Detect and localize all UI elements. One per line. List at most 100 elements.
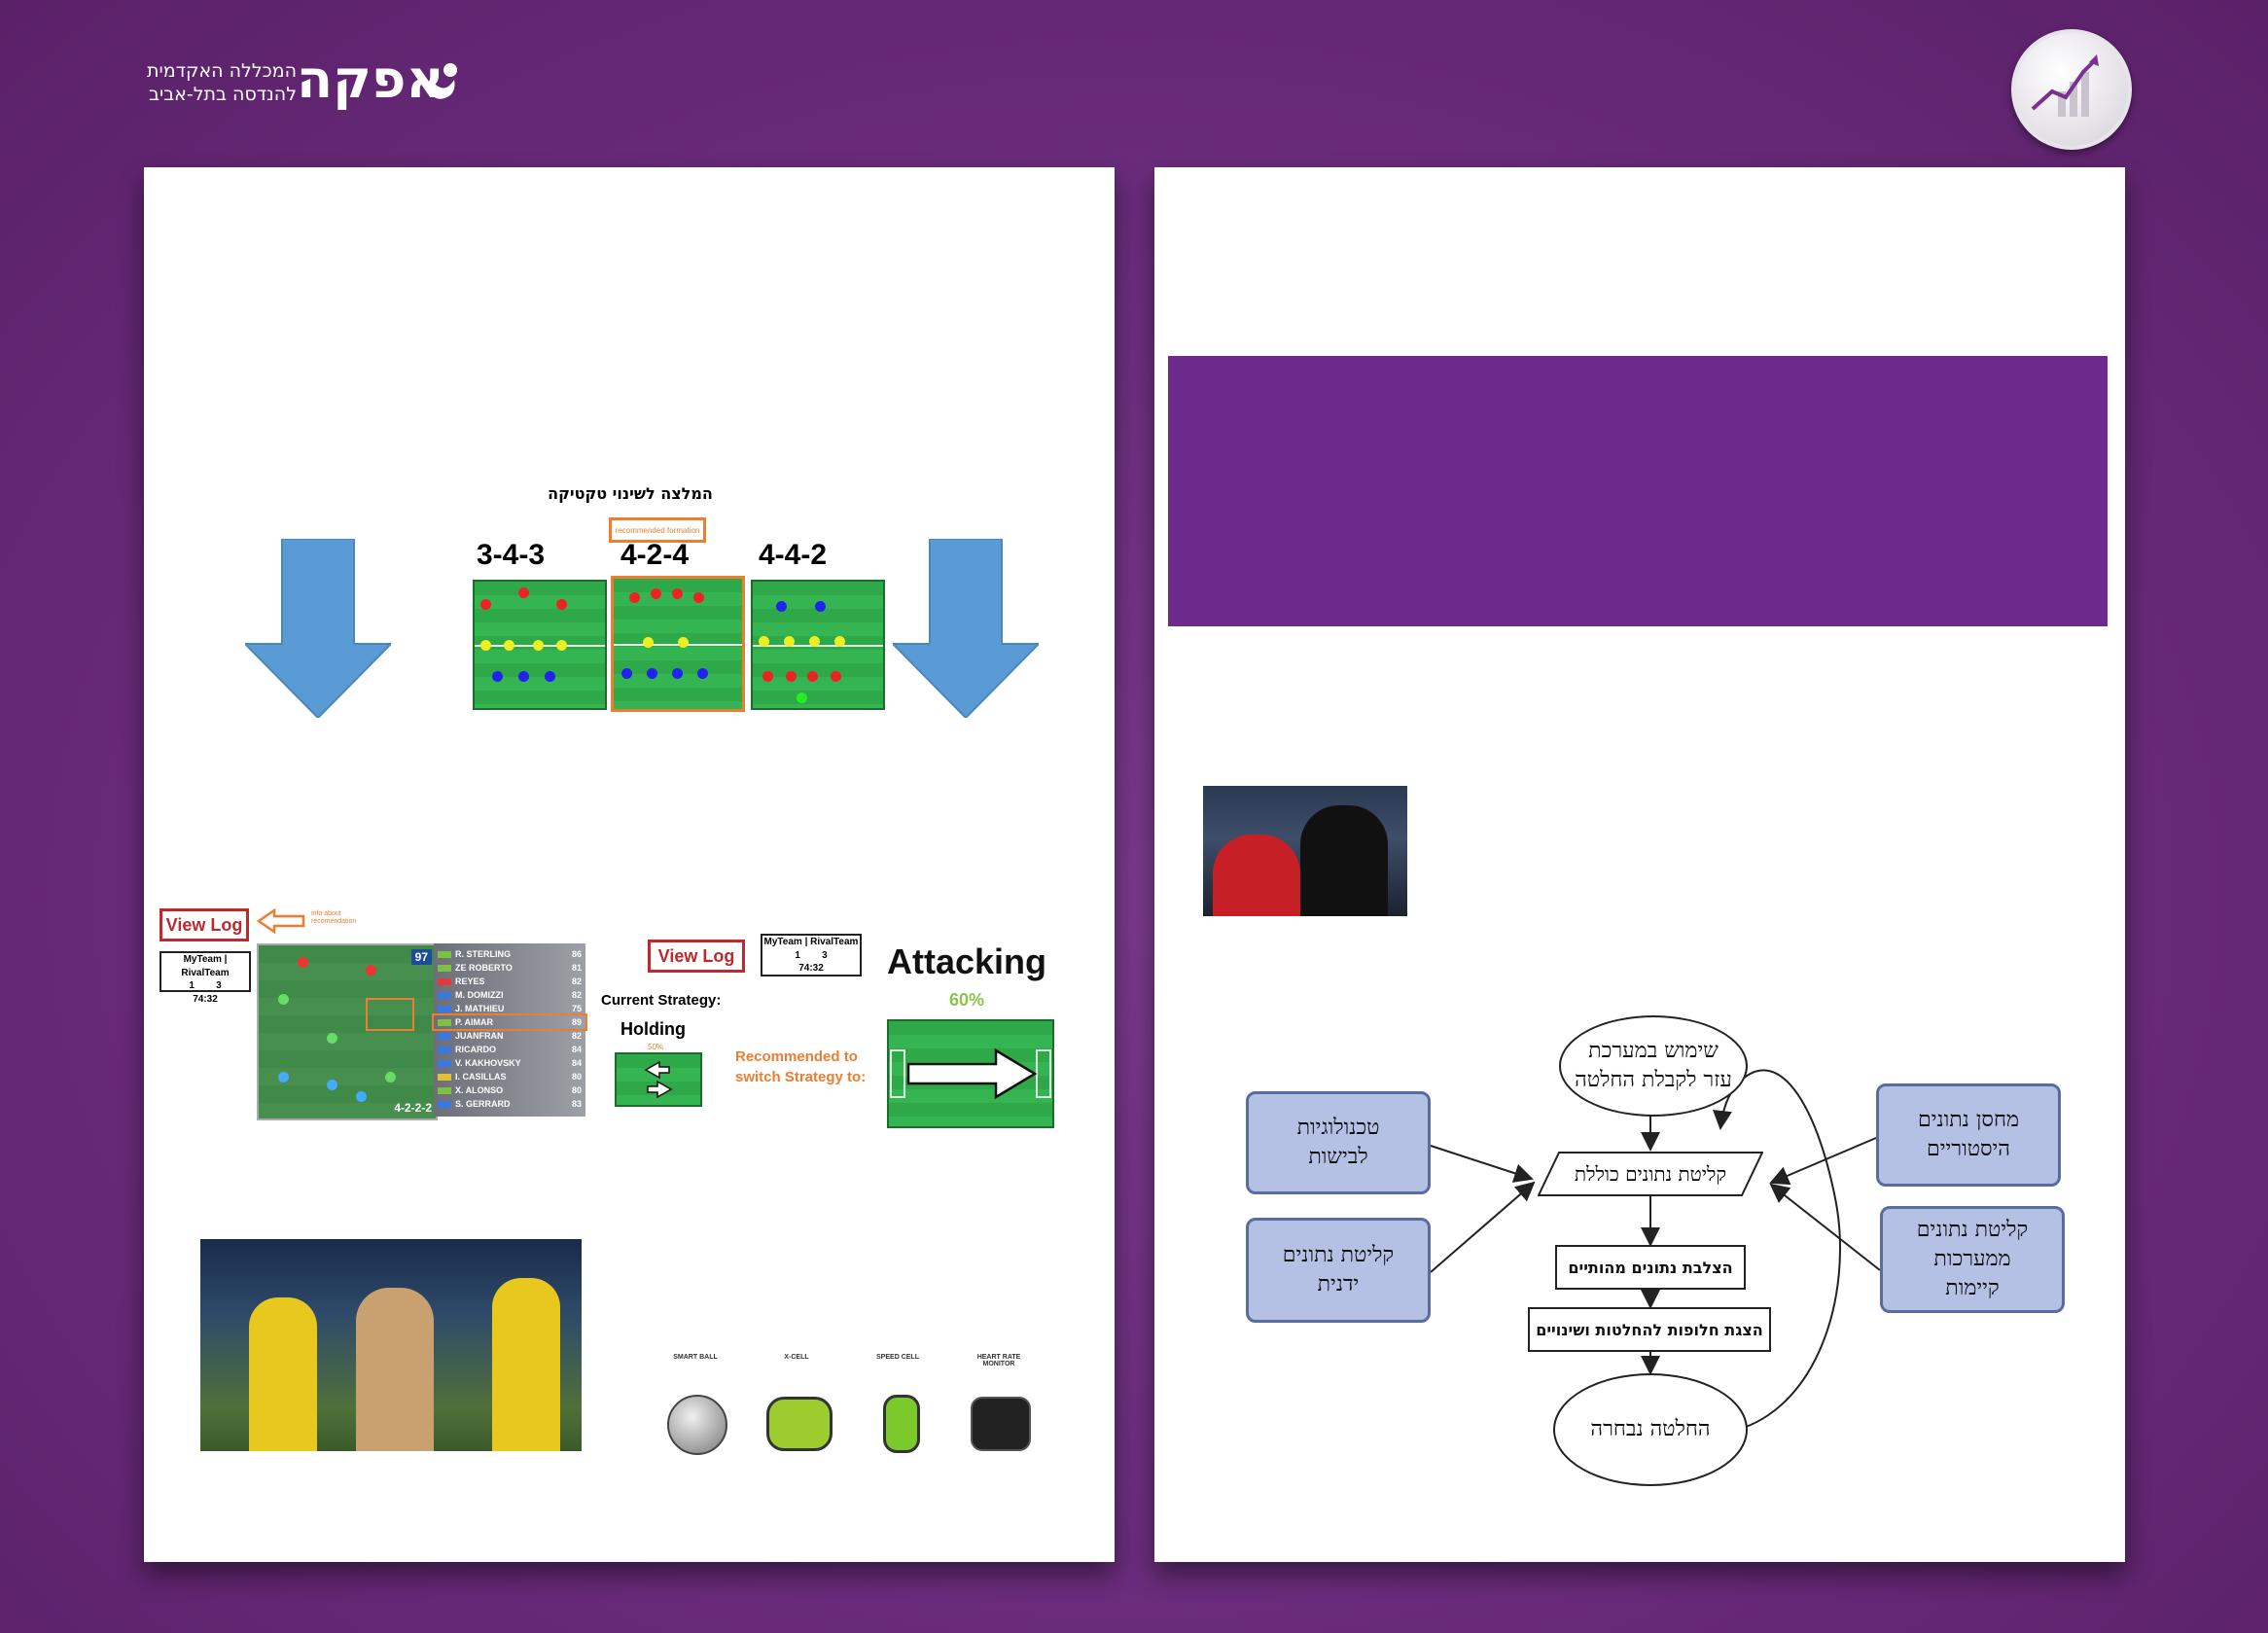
player-rating: 83 bbox=[571, 1099, 582, 1109]
view-log-button-left[interactable]: View Log bbox=[159, 908, 249, 941]
current-strategy-label: Current Strategy: bbox=[601, 992, 722, 1009]
college-logo: המכללה האקדמית להנדסה בתל-אביב אפקה bbox=[141, 49, 462, 132]
player-rating: 80 bbox=[571, 1072, 582, 1082]
player-row[interactable]: V. KAKHOVSKY 84 bbox=[434, 1056, 585, 1070]
player-name: X. ALONSO bbox=[455, 1085, 504, 1095]
player-position-badge bbox=[438, 964, 451, 972]
right-poster-panel: שימוש במערכת עזר לקבלת החלטה קליטת נתוני… bbox=[1154, 167, 2125, 1562]
player-name: V. KAKHOVSKY bbox=[455, 1058, 521, 1068]
pitch-formation-label: 4-2-2-2 bbox=[394, 1101, 432, 1115]
team-pitch[interactable]: 97 4-2-2-2 bbox=[257, 943, 438, 1120]
player-row[interactable]: ZE ROBERTO 81 bbox=[434, 961, 585, 975]
sensor-label-heart-rate: HEART RATE MONITOR bbox=[976, 1354, 1021, 1367]
player-rating: 86 bbox=[571, 949, 582, 959]
info-note: info about recomendation bbox=[311, 910, 357, 926]
logo-word: אפקה bbox=[297, 49, 444, 110]
flow-input-label: קליטת נתונים כוללת bbox=[1574, 1161, 1727, 1186]
flow-present-node[interactable]: הצגת חלופות להחלטות ושינויים bbox=[1528, 1307, 1771, 1352]
heart-rate-monitor-icon bbox=[971, 1397, 1031, 1451]
down-arrow-left-icon bbox=[245, 539, 391, 718]
flow-decision-node[interactable]: החלטה נבחרה bbox=[1553, 1373, 1748, 1486]
scoreboard-teams: MyTeam | RivalTeam bbox=[181, 954, 230, 978]
formation-field-442[interactable] bbox=[751, 580, 885, 710]
player-position-badge bbox=[438, 1100, 451, 1108]
flow-tech-node[interactable]: טכנולוגיות לבישות bbox=[1246, 1091, 1431, 1194]
player-name: ZE ROBERTO bbox=[455, 963, 513, 973]
growth-arrow-icon bbox=[2031, 54, 2099, 117]
smart-ball-icon bbox=[667, 1395, 727, 1455]
swap-arrows-icon bbox=[644, 1060, 673, 1099]
formation-field-424[interactable] bbox=[611, 576, 745, 712]
scoreboard-time: 74:32 bbox=[193, 993, 218, 1005]
formation-label-343: 3-4-3 bbox=[476, 539, 546, 571]
player-name: P. AIMAR bbox=[455, 1017, 494, 1027]
player-name: RICARDO bbox=[455, 1045, 496, 1054]
holding-strategy-field[interactable] bbox=[615, 1052, 702, 1107]
logo-mark-icon bbox=[425, 63, 457, 99]
player-rating: 80 bbox=[571, 1085, 582, 1095]
player-position-badge bbox=[438, 1086, 451, 1094]
players-photo bbox=[200, 1239, 582, 1451]
player-rating: 81 bbox=[571, 963, 582, 973]
player-position-badge bbox=[438, 991, 451, 999]
scoreboard-score: 1 3 bbox=[189, 980, 222, 991]
sensor-label-x-cell: X-CELL bbox=[784, 1354, 809, 1361]
scoreboard-left: MyTeam | RivalTeam 1 3 74:32 bbox=[159, 951, 251, 1005]
title-banner bbox=[1168, 356, 2108, 626]
flow-start-node[interactable]: שימוש במערכת עזר לקבלת החלטה bbox=[1559, 1015, 1748, 1117]
formation-label-424: 4-2-4 bbox=[620, 539, 690, 571]
player-name: S. GERRARD bbox=[455, 1099, 511, 1109]
scoreboard-time: 74:32 bbox=[798, 963, 824, 974]
current-strategy-value: Holding bbox=[620, 1019, 686, 1039]
player-position-badge bbox=[438, 1018, 451, 1026]
player-name: JUANFRAN bbox=[455, 1031, 504, 1041]
scoreboard-teams: MyTeam | RivalTeam bbox=[763, 937, 859, 947]
player-name: REYES bbox=[455, 976, 485, 986]
player-position-badge bbox=[438, 977, 451, 985]
player-position-badge bbox=[438, 1059, 451, 1067]
flow-existing-node[interactable]: קליטת נתונים ממערכות קיימות bbox=[1880, 1206, 2065, 1313]
scoreboard-score: 1 3 bbox=[795, 949, 828, 961]
player-position-badge bbox=[438, 1073, 451, 1081]
flow-cross-node[interactable]: הצלבת נתונים מהותיים bbox=[1555, 1245, 1746, 1290]
player-row[interactable]: S. GERRARD 83 bbox=[434, 1097, 585, 1111]
player-rating: 75 bbox=[571, 1004, 582, 1013]
player-rating: 82 bbox=[571, 1031, 582, 1041]
flow-history-node[interactable]: מחסן נתונים היסטוריים bbox=[1876, 1083, 2061, 1187]
player-rating: 84 bbox=[571, 1058, 582, 1068]
player-rating: 82 bbox=[571, 976, 582, 986]
speed-cell-icon bbox=[883, 1395, 920, 1453]
player-position-badge bbox=[438, 950, 451, 958]
view-log-button-right[interactable]: View Log bbox=[648, 940, 745, 973]
player-name: J. MATHIEU bbox=[455, 1004, 505, 1013]
attacking-strategy-field[interactable] bbox=[887, 1019, 1054, 1128]
formation-field-343[interactable] bbox=[473, 580, 607, 710]
recommended-badge: recommended formation bbox=[609, 517, 706, 543]
info-arrow-icon bbox=[257, 908, 305, 934]
player-row[interactable]: X. ALONSO 80 bbox=[434, 1083, 585, 1097]
flow-input-node[interactable]: קליטת נתונים כוללת bbox=[1538, 1152, 1763, 1196]
current-strategy-pct: 50% bbox=[648, 1043, 664, 1051]
player-row[interactable]: JUANFRAN 82 bbox=[434, 1029, 585, 1043]
formation-label-442: 4-4-2 bbox=[758, 539, 828, 571]
sensor-label-speed-cell: SPEED CELL bbox=[876, 1354, 919, 1361]
highlight-box bbox=[366, 998, 414, 1031]
flow-manual-node[interactable]: קליטת נתונים ידנית bbox=[1246, 1218, 1431, 1323]
player-row[interactable]: J. MATHIEU 75 bbox=[434, 1002, 585, 1015]
down-arrow-right-icon bbox=[893, 539, 1039, 718]
player-rating: 89 bbox=[571, 1017, 582, 1027]
attacking-label: Attacking bbox=[887, 941, 1047, 981]
player-row[interactable]: P. AIMAR 89 bbox=[432, 1013, 587, 1031]
flowchart-connectors bbox=[1430, 1069, 1881, 1435]
left-poster-panel: המלצה לשינוי טקטיקה 3-4-3 recommended fo… bbox=[144, 167, 1115, 1562]
player-position-badge bbox=[438, 1046, 451, 1053]
coach-photo bbox=[1203, 786, 1407, 916]
player-row[interactable]: REYES 82 bbox=[434, 975, 585, 988]
attacking-pct: 60% bbox=[948, 990, 985, 1010]
attack-arrow-icon bbox=[890, 1047, 1051, 1100]
